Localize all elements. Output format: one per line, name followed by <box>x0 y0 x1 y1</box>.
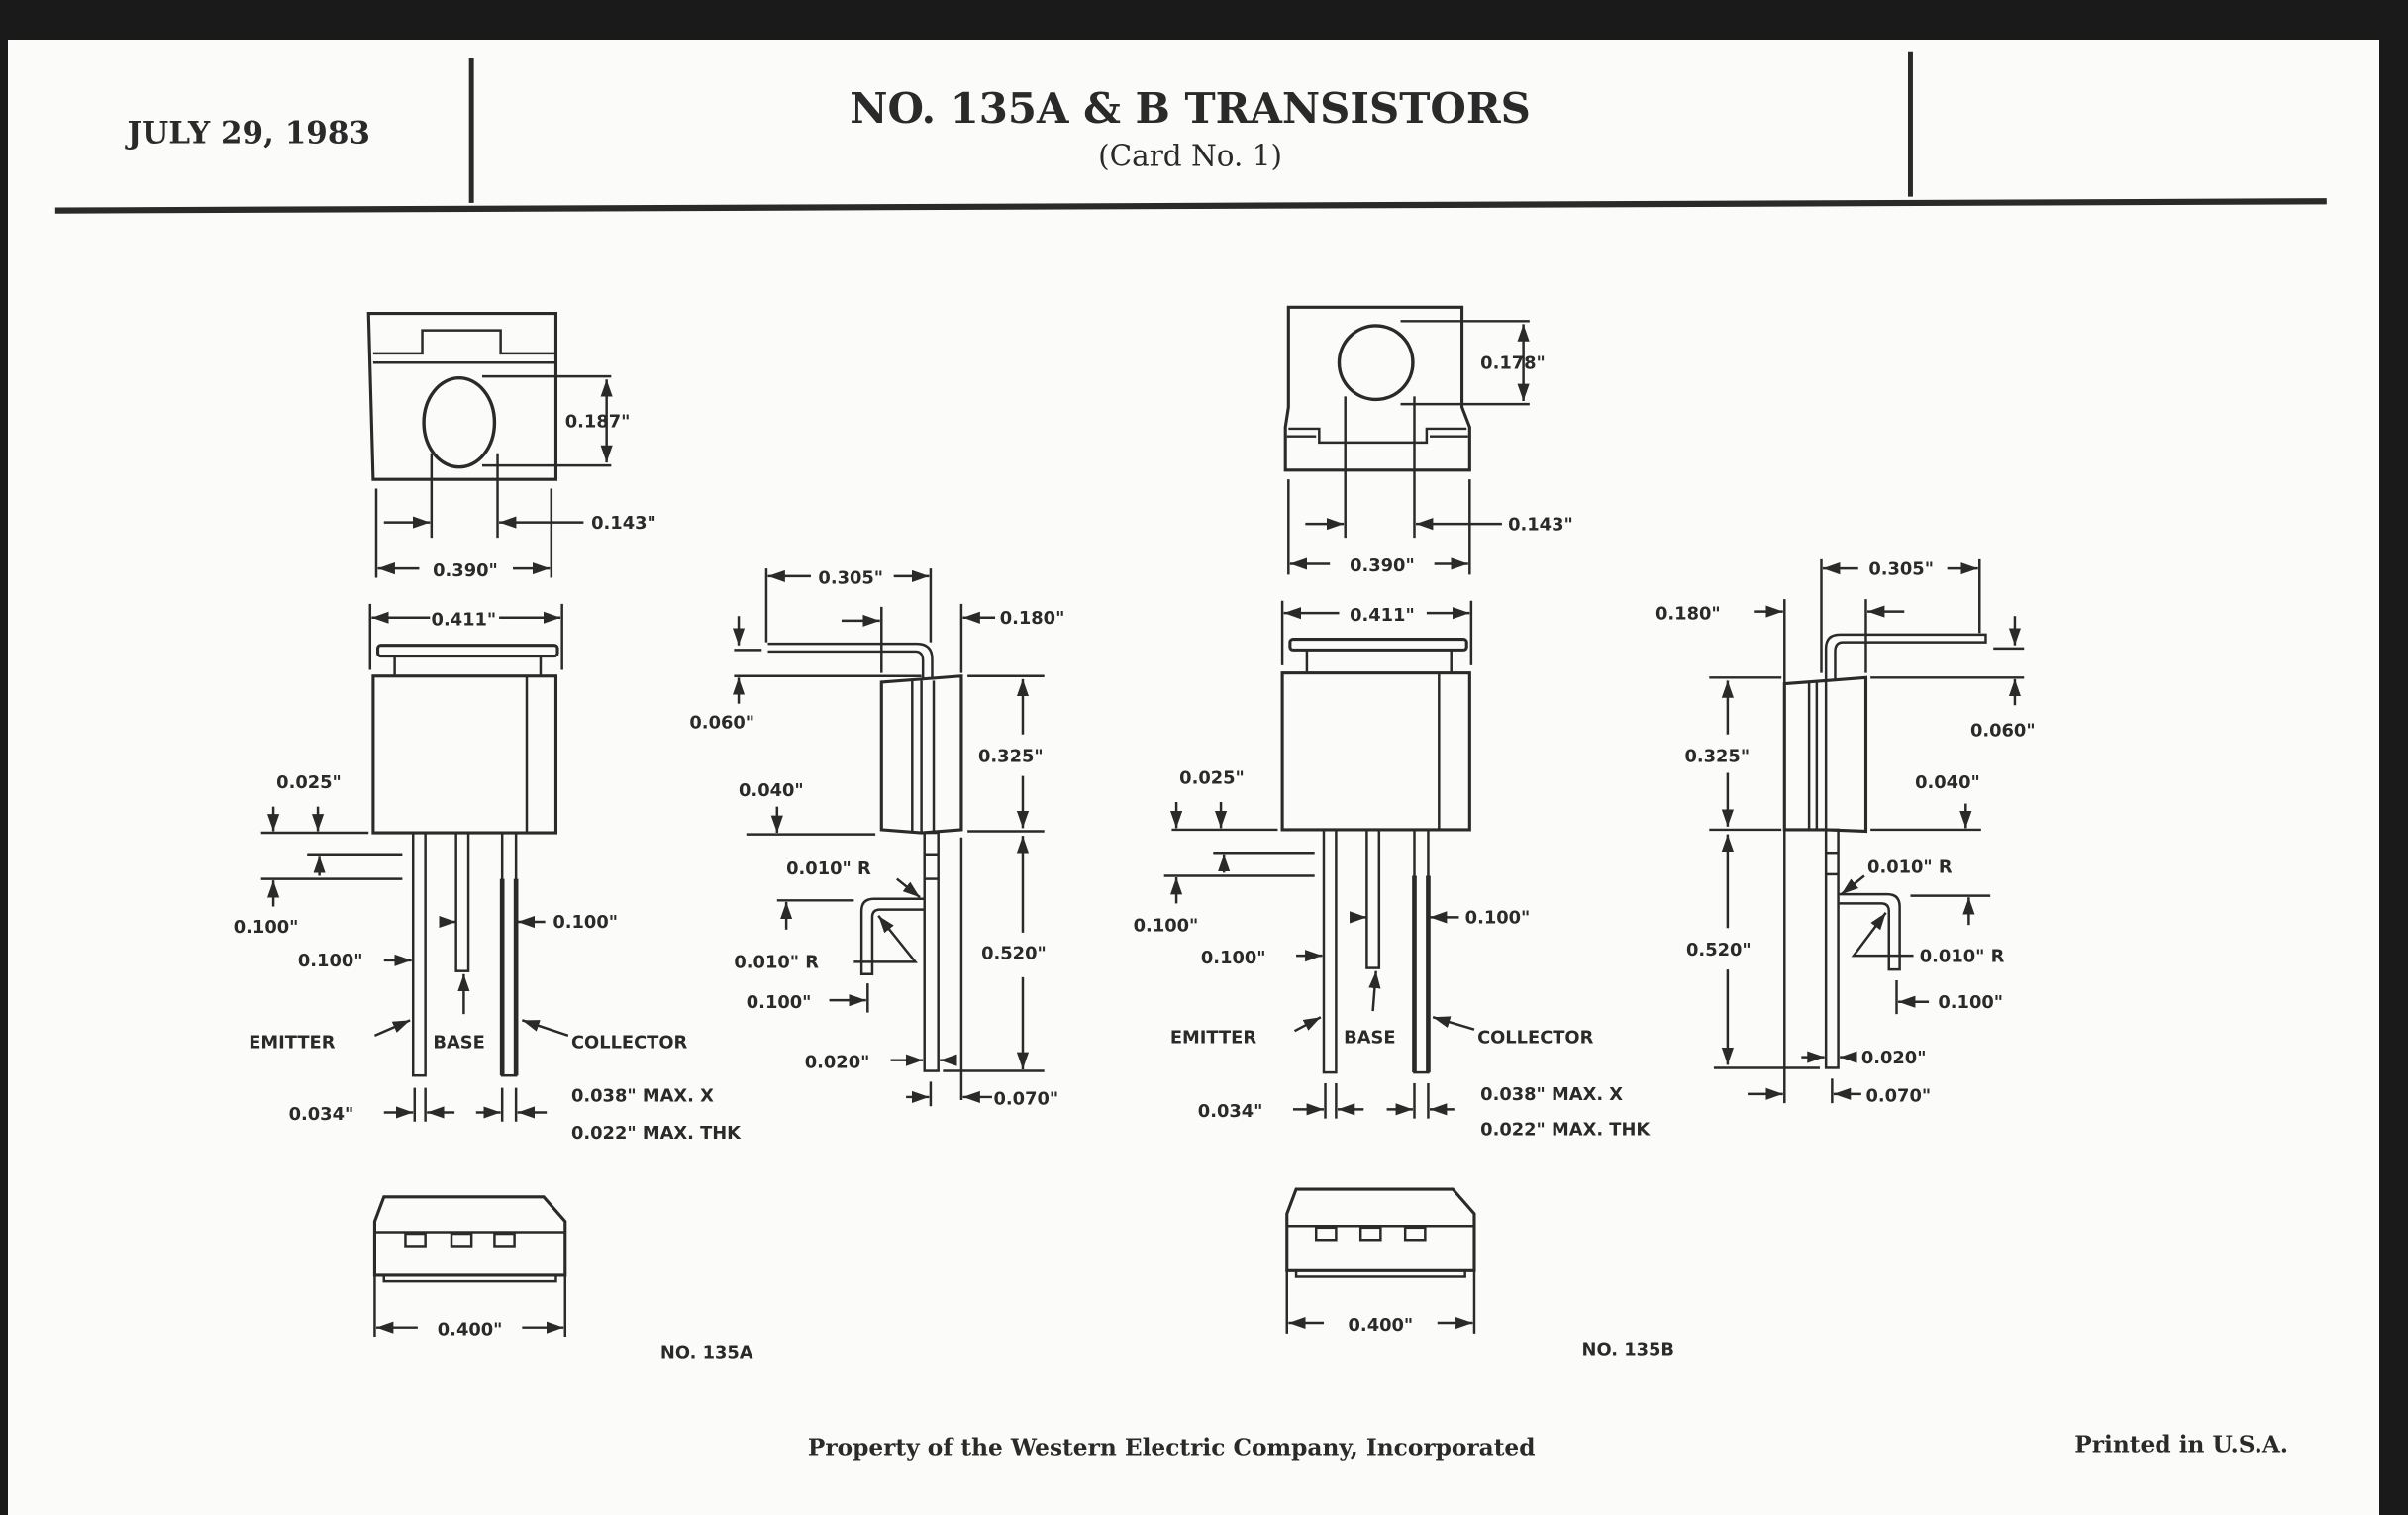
dim-lead-spacing-left: 0.100" <box>298 951 363 971</box>
device-135a: 0.187" 0.143" 0.390" 0.411" <box>234 312 1064 1364</box>
emitter-lead <box>1322 828 1338 1074</box>
dim-hole-width: 0.143" <box>591 513 656 534</box>
dim-tab-offset: 0.060" <box>1970 720 2036 741</box>
dim-lead-offset: 0.025" <box>276 772 342 793</box>
dim-front-width: 0.411" <box>432 610 497 631</box>
dim-lead-length: 0.520" <box>1686 940 1752 960</box>
base-lead <box>454 831 470 972</box>
dim-hole-width: 0.143" <box>1508 514 1573 535</box>
dim-bend-radius-2: 0.010" R <box>1920 946 2005 966</box>
side-view-135b: 0.305" 0.180" 0.060" 0.325" 0.040" <box>1656 558 2036 1106</box>
dim-lead-pos: 0.070" <box>994 1089 1059 1110</box>
pin-label-collector: COLLECTOR <box>1477 1028 1594 1049</box>
dim-bend-offset: 0.100" <box>747 992 812 1013</box>
note-lead-max-thk: 0.022" MAX. THK <box>1480 1120 1651 1141</box>
dim-lead-spacing-left: 0.100" <box>1201 948 1266 968</box>
dim-lead-shoulder: 0.100" <box>234 917 299 938</box>
dim-tab-length: 0.305" <box>818 568 883 589</box>
pin-label-collector: COLLECTOR <box>571 1032 688 1053</box>
dim-body-height: 0.325" <box>978 747 1044 767</box>
page-subtitle: (Card No. 1) <box>1098 140 1282 173</box>
side-view-135a: 0.305" 0.180" 0.060" 0.325" 0.040" <box>689 568 1064 1110</box>
dim-lead-width: 0.034" <box>289 1104 354 1125</box>
dim-front-width: 0.411" <box>1350 605 1415 626</box>
dim-width: 0.390" <box>433 560 498 581</box>
bottom-view-135b: 0.400" <box>1285 1187 1476 1336</box>
pin-label-emitter: EMITTER <box>1170 1028 1256 1049</box>
dim-lead-pos: 0.070" <box>1865 1086 1931 1107</box>
dim-hole-height: 0.187" <box>565 411 631 432</box>
dim-bottom-width: 0.400" <box>1349 1315 1414 1336</box>
dim-lead-length: 0.520" <box>981 943 1047 963</box>
dim-body-gap: 0.040" <box>1915 772 1980 793</box>
property-notice: Property of the Western Electric Company… <box>808 1434 1536 1461</box>
dim-lead-offset: 0.025" <box>1179 767 1245 788</box>
mounting-hole <box>1337 324 1415 402</box>
front-view-135b: 0.411" 0.025" 0.100" 0.100" 0.100" <box>1134 600 1651 1141</box>
dim-lead-thickness: 0.020" <box>1861 1048 1927 1068</box>
dim-tab-offset: 0.060" <box>689 713 754 734</box>
mounting-hole <box>422 376 497 469</box>
dim-lead-width: 0.034" <box>1198 1101 1263 1122</box>
top-view-135b: 0.178" 0.143" 0.390" <box>1283 305 1573 576</box>
emitter-lead <box>411 831 427 1077</box>
dim-body-gap: 0.040" <box>739 780 804 801</box>
device-135b: 0.178" 0.143" 0.390" 0.411" <box>1134 305 2036 1361</box>
dim-depth: 0.180" <box>1656 603 1721 624</box>
device-label-135b: NO. 135B <box>1582 1340 1674 1361</box>
header-rule <box>54 198 2327 214</box>
pin-label-emitter: EMITTER <box>249 1032 335 1053</box>
pin-label-base: BASE <box>433 1032 484 1053</box>
dim-depth: 0.180" <box>1000 608 1065 629</box>
pin-label-base: BASE <box>1344 1028 1395 1049</box>
dim-lead-spacing-right: 0.100" <box>552 912 618 933</box>
dim-bottom-width: 0.400" <box>438 1319 503 1340</box>
dim-bend-radius-1: 0.010" R <box>786 858 871 879</box>
printed-notice: Printed in U.S.A. <box>2074 1431 2288 1458</box>
dim-lead-spacing-right: 0.100" <box>1465 908 1531 929</box>
top-view-135a: 0.187" 0.143" 0.390" <box>366 312 656 581</box>
dim-hole-height: 0.178" <box>1480 353 1546 373</box>
dim-lead-thickness: 0.020" <box>805 1052 870 1072</box>
footer: Property of the Western Electric Company… <box>808 1431 2288 1461</box>
dim-bend-offset: 0.100" <box>1938 992 2003 1013</box>
dim-width: 0.390" <box>1350 556 1415 576</box>
note-lead-max-x: 0.038" MAX. X <box>1480 1084 1623 1105</box>
dim-bend-radius-2: 0.010" R <box>734 953 819 973</box>
base-lead <box>1365 828 1381 969</box>
dim-tab-length: 0.305" <box>1868 558 1934 579</box>
dim-body-height: 0.325" <box>1684 747 1750 767</box>
page-title: NO. 135A & B TRANSISTORS <box>850 84 1531 133</box>
dim-lead-shoulder: 0.100" <box>1134 915 1199 936</box>
note-lead-max-thk: 0.022" MAX. THK <box>571 1123 742 1144</box>
front-view-135a: 0.411" 0.025" 0.100" 0.100" <box>234 603 742 1144</box>
note-lead-max-x: 0.038" MAX. X <box>571 1086 714 1107</box>
header: JULY 29, 1983 NO. 135A & B TRANSISTORS (… <box>54 51 2327 214</box>
bottom-view-135a: 0.400" <box>372 1195 567 1340</box>
device-label-135a: NO. 135A <box>660 1343 753 1364</box>
date-label: JULY 29, 1983 <box>125 115 371 151</box>
dim-bend-radius-1: 0.010" R <box>1867 857 1953 877</box>
